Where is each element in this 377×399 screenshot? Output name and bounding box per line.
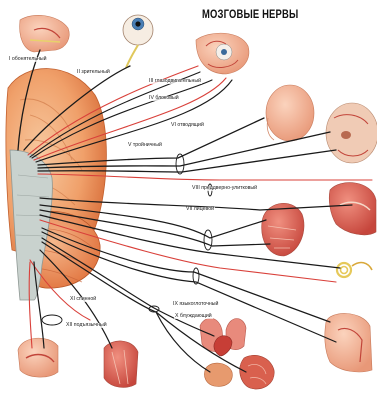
eye-image — [123, 15, 153, 68]
label-trigeminal-nerve: V тройничный — [127, 143, 163, 148]
label-trochlear-nerve: IV блоковый — [148, 96, 180, 101]
label-hypoglossal-nerve: XII подъязычный — [65, 323, 108, 328]
facial-muscles-image — [262, 203, 304, 256]
head-profile-image — [266, 85, 314, 141]
head-section-image — [329, 183, 376, 235]
digestive-organs-image — [204, 355, 274, 389]
label-optic-nerve: II зрительный — [76, 70, 111, 75]
label-facial-nerve: VII лицевой — [185, 207, 215, 212]
orbit-image — [196, 33, 249, 74]
label-accessory-nerve: XI спинной — [69, 297, 97, 302]
olfactory-image — [20, 15, 70, 52]
lungs-heart-image — [200, 318, 246, 356]
skull-face-image — [326, 103, 377, 163]
label-glossopharyngeal-nerve: IX языкоглоточный — [172, 302, 219, 307]
tongue-image — [18, 338, 58, 377]
label-abducens-nerve: VI отводящий — [170, 123, 205, 128]
label-oculomotor-nerve: III глазодвигательный — [148, 79, 202, 84]
label-vagus-nerve: X блуждающий — [174, 314, 213, 319]
diagram-title: МОЗГОВЫЕ НЕРВЫ — [202, 9, 298, 21]
throat-section-image — [325, 313, 372, 371]
label-vestibulocochlear-nerve: VIII преддверно-улитковый — [191, 186, 258, 191]
label-olfactory-nerve: I обонятельный — [8, 57, 48, 62]
inner-ear-image — [337, 263, 372, 277]
neck-muscles-image — [104, 341, 138, 387]
